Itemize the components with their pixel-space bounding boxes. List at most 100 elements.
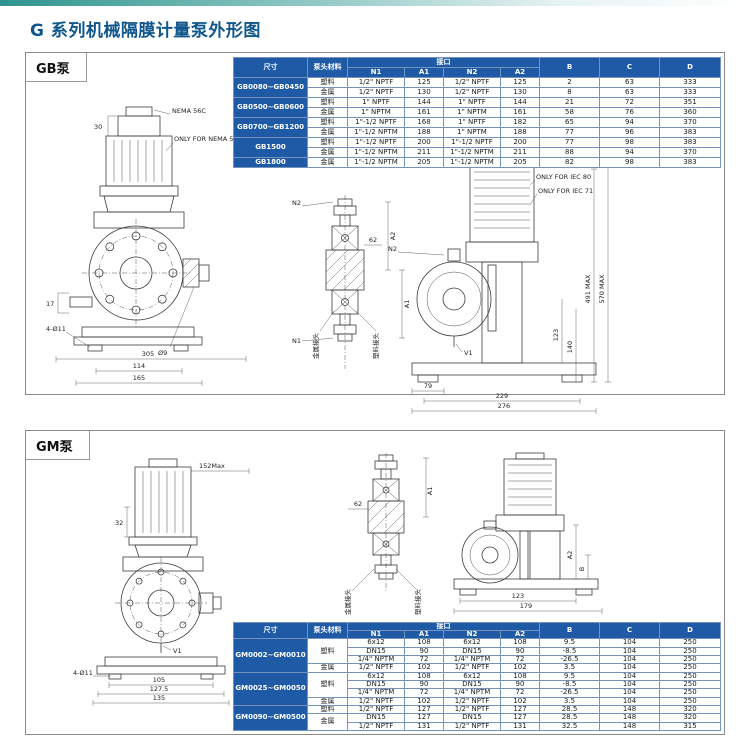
data-cell: DN15	[347, 646, 405, 656]
gb-pump-panel: GB泵 尺寸 泵头材料 接口 B C D N1 A1 N2 A2 GB0080~…	[25, 52, 725, 414]
data-cell: 1/4" NPTM	[443, 654, 501, 665]
data-cell: 塑料	[307, 137, 348, 148]
data-cell: 1/4" NPTM	[347, 688, 405, 698]
data-cell: 72	[404, 688, 444, 698]
dim-label-305: 305	[142, 350, 154, 358]
data-cell: 1"-1/2 NPTM	[347, 157, 405, 168]
data-cell: 320	[659, 713, 721, 723]
data-cell: 32.5	[539, 721, 600, 732]
col-header-n1: N1	[347, 629, 405, 640]
data-cell: 148	[599, 704, 660, 715]
data-cell: 1/4" NPTM	[443, 688, 501, 698]
data-cell: 1/2" NPTF	[443, 77, 501, 88]
data-cell: 3.5	[539, 696, 600, 706]
data-cell: 28.5	[539, 704, 600, 715]
data-cell: 6x12	[443, 638, 501, 648]
data-cell: 1/4" NPTM	[347, 654, 405, 665]
data-cell: 82	[539, 157, 600, 168]
data-cell: 250	[659, 654, 721, 665]
dim-label-62: 62	[354, 500, 362, 508]
dim-label-123: 123	[512, 592, 524, 600]
gm-motor	[122, 458, 204, 572]
annotation-metal-fitting: 金属接头	[311, 333, 320, 360]
data-cell: 333	[659, 87, 721, 98]
data-cell: 108	[404, 671, 444, 681]
gb-panel-label: GB泵	[26, 53, 87, 82]
data-cell: 1"-1/2 NPTM	[347, 147, 405, 158]
col-header-c: C	[599, 621, 660, 640]
data-cell: 1/2" NPTF	[347, 77, 405, 88]
gm-pump-panel: GM泵 152Max 32 V1 4-Ø11	[25, 430, 725, 735]
dim-label-135: 135	[153, 694, 165, 702]
data-cell: 188	[404, 127, 444, 138]
page-title: G 系列机械隔膜计量泵外形图	[30, 21, 261, 41]
data-cell: 1"-1/2 NPTM	[347, 127, 405, 138]
data-cell: 250	[659, 696, 721, 706]
dim-label-dia9: Ø9	[158, 349, 167, 357]
gb-base	[73, 326, 203, 352]
gb-front-view-drawing: 30 NEMA 56C ONLY FOR NEMA 56C Ø9 17 4-Ø1…	[46, 106, 247, 386]
data-cell: 90	[500, 679, 540, 690]
gb-motor	[93, 106, 185, 229]
data-cell: 383	[659, 137, 721, 148]
dim-label-b: B	[578, 567, 586, 571]
col-header-port: 接口	[347, 621, 540, 631]
data-cell: 72	[500, 688, 540, 698]
data-cell: 88	[539, 147, 600, 158]
data-cell: 102	[500, 696, 540, 706]
data-cell: 104	[599, 696, 660, 706]
data-cell: -8.5	[539, 646, 600, 656]
data-cell: 金属	[307, 696, 348, 706]
data-cell: 1"-1/2 NPTM	[443, 147, 501, 158]
gm-side-view-drawing: 62 A1 金属接头 塑料接头 A2 B 123 179	[343, 452, 603, 615]
data-cell: 90	[500, 646, 540, 656]
data-cell: 250	[659, 688, 721, 698]
port-label-n2: N2	[292, 199, 301, 207]
dim-label-62: 62	[369, 236, 377, 244]
size-cell: GM0090~GM0500	[233, 704, 308, 732]
data-cell: 1/2" NPTF	[443, 663, 501, 673]
dim-label-229: 229	[496, 392, 508, 400]
data-cell: 1/2" NPTF	[443, 87, 501, 98]
col-header-material: 泵头材料	[307, 621, 348, 640]
dim-label-a2: A2	[566, 551, 574, 560]
data-cell: 200	[500, 137, 540, 148]
col-header-b: B	[539, 621, 600, 640]
data-cell: 1/2" NPTF	[347, 87, 405, 98]
dim-label-105: 105	[153, 676, 165, 684]
data-cell: 104	[599, 688, 660, 698]
top-accent-bar	[0, 0, 750, 6]
data-cell: 127	[404, 704, 444, 715]
data-cell: DN15	[347, 713, 405, 723]
data-cell: 1"-1/2 NPTF	[347, 117, 405, 128]
col-header-a1: A1	[404, 67, 444, 78]
col-header-d: D	[659, 57, 721, 78]
dim-label-79: 79	[424, 382, 432, 390]
data-cell: 1" NPTM	[347, 107, 405, 118]
annotation-only-iec71: ONLY FOR IEC 71	[538, 187, 593, 195]
data-cell: 104	[599, 638, 660, 648]
data-cell: 63	[599, 77, 660, 88]
data-cell: 1/2" NPTF	[443, 704, 501, 715]
data-cell: 250	[659, 646, 721, 656]
gb-side-body	[411, 241, 597, 383]
size-cell: GM0002~GM0010	[233, 638, 308, 673]
data-cell: 108	[500, 638, 540, 648]
data-cell: 96	[599, 127, 660, 138]
data-cell: 1/2" NPTF	[443, 721, 501, 732]
data-cell: DN15	[443, 713, 501, 723]
data-cell: 315	[659, 721, 721, 732]
data-cell: 1/2" NPTF	[347, 696, 405, 706]
data-cell: DN15	[347, 679, 405, 690]
